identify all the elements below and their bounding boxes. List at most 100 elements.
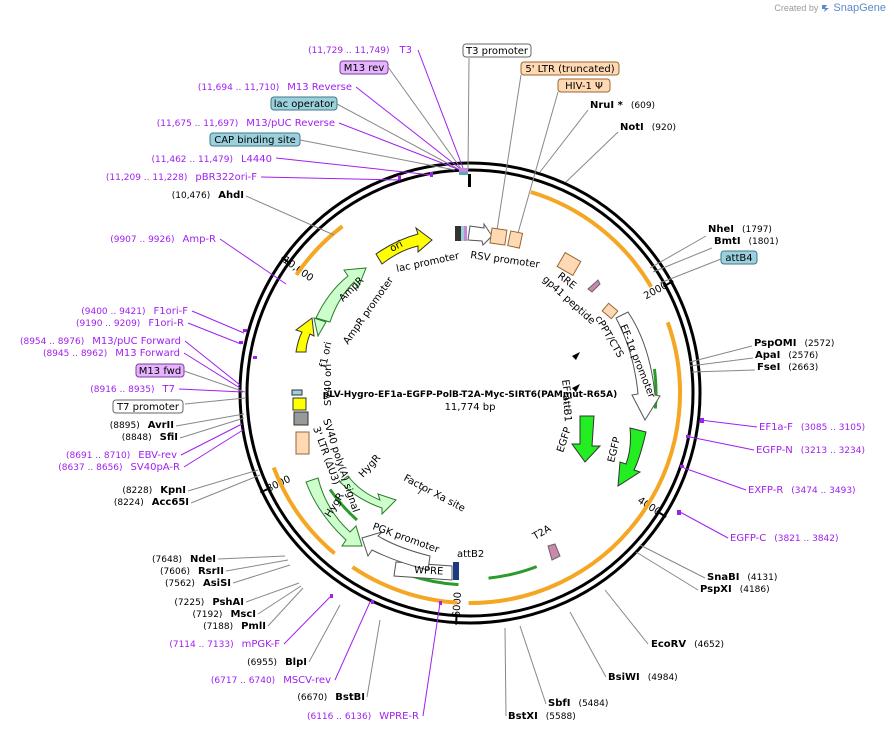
enzyme-ahdi: (10,476)AhdI [172,190,244,201]
tick-mark [455,613,458,625]
feature-egfp-inner: EGFP [555,426,573,454]
ampr-promoter-arrow [313,317,327,338]
primer-f1ori-f: (9400 .. 9421)F1ori-F [81,306,188,317]
box-m13-fwd [135,363,185,378]
enzyme-pspxi: PspXI(4186) [700,584,770,595]
primer-mscv-rev: (6717 .. 6740)MSCV-rev [211,675,331,686]
feature-f1-ori: f1 ori [318,341,334,369]
plasmid-length: 11,774 bp [445,402,496,413]
tick-mark [656,510,667,518]
label-cap-binding-site: CAP binding site [214,135,296,146]
enzyme-apai: ApaI(2576) [755,350,818,361]
snapgene-logo-icon [822,5,830,12]
feature-t2a: T2A [530,523,553,543]
tick-mark [259,486,271,494]
box-attb4 [720,250,758,265]
enzyme-fsei: FseI(2663) [757,362,818,373]
feature-wpre: WPRE [414,565,444,578]
origin-marker [468,174,471,187]
snapgene-credit: Created by SnapGene [774,2,886,14]
ori-arrow [375,226,433,265]
backbone-inner [245,168,695,618]
ltr5-box [489,227,508,246]
enzyme-snabi: SnaBI(4131) [707,572,777,583]
label-t7-promoter: T7 promoter [116,402,180,413]
egfp-outer-arrow [617,427,647,487]
wpre-arrow [393,561,453,581]
box-lac-operator [270,96,338,111]
feature-hygr-inner: HygR [357,453,383,480]
gp41-arrow [587,279,601,293]
enzyme-nhei: NheI(1797) [708,224,772,235]
primer-wpre-r: (6116 .. 6136)WPRE-R [307,711,419,722]
enzyme-kpni: (8228)KpnI [122,485,186,496]
box-5ltr [520,61,620,76]
tick-mark [663,280,674,288]
primer-l4440: (11,462 .. 11,479)L4440 [152,154,272,165]
label-hiv1-psi: HIV-1 Ψ [565,81,603,92]
enzyme-avrii: (8895)AvrII [110,420,174,431]
enzyme-pmli: (7188)PmlI [203,621,266,632]
plasmid-name: pLV-Hygro-EF1a-EGFP-PolB-T2A-Myc-SIRT6(P… [323,390,617,400]
primer-ebv-rev: (8691 .. 8710)EBV-rev [66,450,177,461]
feature-egfp-outer: EGFP [606,436,623,464]
primer-ef1a-f: EF1a-F(3085 .. 3105) [759,422,865,433]
enzyme-blpi: (6955)BlpI [247,657,307,668]
primer-f1ori-r: (9190 .. 9209)F1ori-R [76,318,184,329]
feature-ori: ori [388,239,405,255]
cppt-box [601,302,619,320]
primer-m13-forward: (8945 .. 8962)M13 Forward [43,348,180,359]
rre-box [556,251,582,277]
label-attb4: attB4 [725,253,752,264]
leader-lines [175,57,756,717]
enzyme-sfii: (8848)SfiI [122,432,178,443]
ef1a-promoter-arrow [615,311,661,422]
primer-sv40pa-r: (8637 .. 8656)SV40pA-R [58,462,180,473]
label-m13-rev: M13 rev [344,63,385,74]
orange-feature-arc [294,224,344,276]
enzyme-ndei: (7648)NdeI [152,554,216,565]
primer-m13puc-reverse: (11,675 .. 11,697)M13/pUC Reverse [157,118,335,129]
created-by-text: Created by [774,3,819,13]
feature-lac-promoter: lac promoter [395,251,461,275]
inner-features [291,222,661,581]
tick-mark [281,256,292,265]
box-t7-promoter [112,399,184,414]
enzyme-noti: NotI(920) [620,122,676,133]
tick-label: 6000 [451,592,464,618]
enzyme-pshai: (7225)PshAI [174,597,244,608]
enzyme-msci: (7192)MscI [193,609,257,620]
feature-ef1-short: EF-1... [559,379,574,412]
backbone-outer [238,161,702,625]
t2a-arrow [547,543,561,561]
hiv-psi-box [507,230,524,249]
enzyme-bstbi: (6670)BstBI [297,692,365,703]
feature-factor-xa: Factor Xa site [402,473,467,515]
primer-egfp-c: EGFP-C(3821 .. 3842) [730,533,839,544]
feature-attb1: attB1 [560,394,573,422]
label-lac-operator: lac operator [274,99,335,110]
enzyme-ecorv: EcoRV(4652) [651,639,724,650]
enzyme-sbfi: SbfI(5484) [548,698,608,709]
snapgene-brand: SnapGene [833,2,886,14]
feature-rsv-promoter: RSV promoter [470,250,541,271]
f1-ori-arrow [294,317,315,353]
label-5ltr: 5' LTR (truncated) [525,64,614,75]
primer-pbr322ori-f: (11,209 .. 11,228)pBR322ori-F [106,172,257,183]
green-feature-arc [652,368,658,409]
primer-m13-reverse: (11,694 .. 11,710)M13 Reverse [198,82,352,93]
enzyme-pspomi: PspOMI(2572) [754,338,834,349]
enzyme-bsiwi: BsiWI(4984) [608,672,678,683]
primer-markers [239,172,704,605]
ampr-arrow [315,267,367,323]
lacop-marker [459,172,468,175]
pgk-promoter-arrow [361,531,431,571]
egfp-inner-arrow [571,415,602,463]
enzyme-asisi: (7562)AsiSI [165,578,231,589]
orange-feature-arc [271,466,336,556]
box-hiv1-psi [557,78,611,93]
feature-sv40-ori: SV40 ori [323,364,334,406]
primer-m13puc-forward: (8954 .. 8976)M13/pUC Forward [20,336,181,347]
tick-label: 2000 [642,280,670,302]
